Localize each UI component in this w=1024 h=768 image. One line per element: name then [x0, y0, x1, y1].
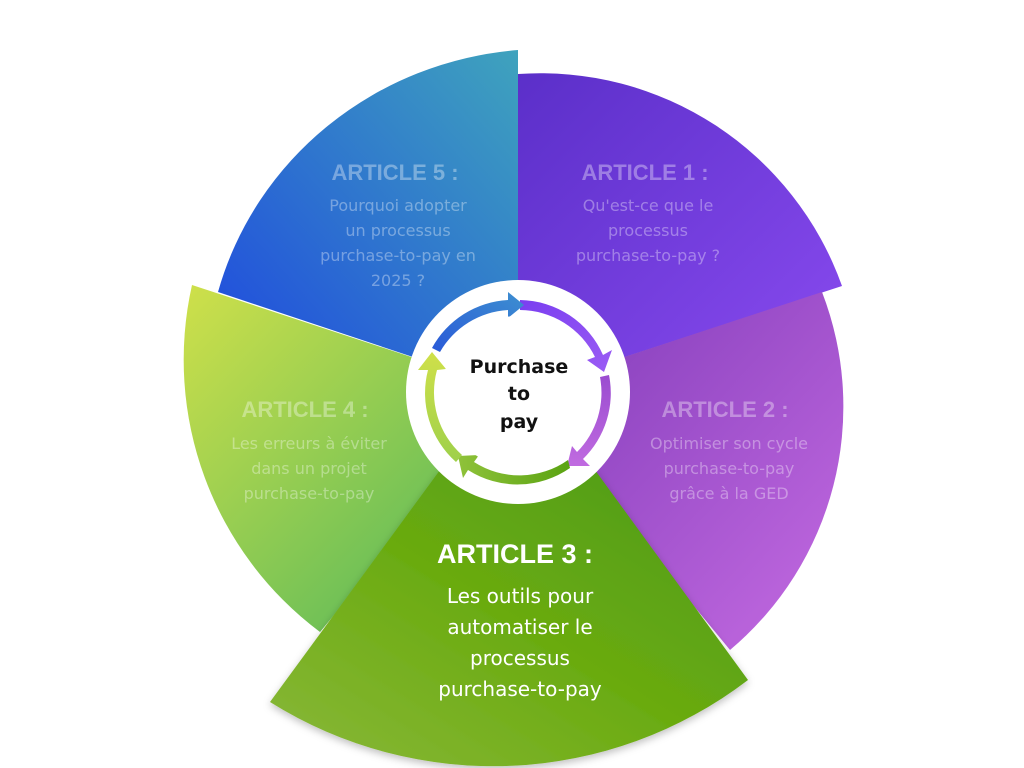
- article-3-line-4: purchase-to-pay: [438, 677, 602, 701]
- article-5-line-4: 2025 ?: [371, 271, 425, 290]
- article-4-line-3: purchase-to-pay: [244, 484, 375, 503]
- cycle-arrow-1: [520, 300, 612, 372]
- center-title-line-1: Purchase: [470, 356, 569, 378]
- article-5-line-2: un processus: [345, 221, 450, 240]
- article-4-line-1: Les erreurs à éviter: [231, 434, 387, 453]
- article-2-label[interactable]: ARTICLE 2 : Optimiser son cycle purchase…: [650, 397, 808, 503]
- article-3-line-1: Les outils pour: [447, 584, 594, 608]
- cycle-arrow-4: [418, 352, 462, 462]
- article-5-line-1: Pourquoi adopter: [329, 196, 467, 215]
- article-3-line-2: automatiser le: [447, 615, 592, 639]
- article-1-line-1: Qu'est-ce que le: [583, 196, 714, 215]
- article-1-line-2: processus: [608, 221, 688, 240]
- article-3-label[interactable]: ARTICLE 3 : Les outils pour automatiser …: [437, 539, 602, 701]
- segment-article-3[interactable]: [270, 470, 748, 767]
- article-1-line-3: purchase-to-pay ?: [576, 246, 720, 265]
- article-4-title: ARTICLE 4 :: [241, 397, 368, 422]
- article-2-line-3: grâce à la GED: [669, 484, 788, 503]
- article-5-label[interactable]: ARTICLE 5 : Pourquoi adopter un processu…: [320, 160, 476, 290]
- article-5-title: ARTICLE 5 :: [331, 160, 458, 185]
- article-3-title: ARTICLE 3 :: [437, 539, 593, 569]
- cycle-arrow-3: [458, 455, 570, 485]
- center-title-line-2: to: [508, 383, 530, 405]
- cycle-arrow-5: [432, 292, 524, 352]
- article-2-title: ARTICLE 2 :: [661, 397, 788, 422]
- article-2-line-1: Optimiser son cycle: [650, 434, 808, 453]
- center-title-line-3: pay: [500, 411, 539, 433]
- cycle-arrow-2: [567, 375, 611, 466]
- article-4-label[interactable]: ARTICLE 4 : Les erreurs à éviter dans un…: [231, 397, 387, 503]
- article-5-line-3: purchase-to-pay en: [320, 246, 476, 265]
- center-disc: [442, 316, 594, 468]
- article-2-line-2: purchase-to-pay: [664, 459, 795, 478]
- segment-article-5[interactable]: [218, 50, 518, 392]
- article-3-line-3: processus: [470, 646, 570, 670]
- article-4-line-2: dans un projet: [251, 459, 367, 478]
- cycle-arrows: [418, 292, 612, 485]
- article-1-label[interactable]: ARTICLE 1 : Qu'est-ce que le processus p…: [576, 160, 720, 265]
- article-1-title: ARTICLE 1 :: [581, 160, 708, 185]
